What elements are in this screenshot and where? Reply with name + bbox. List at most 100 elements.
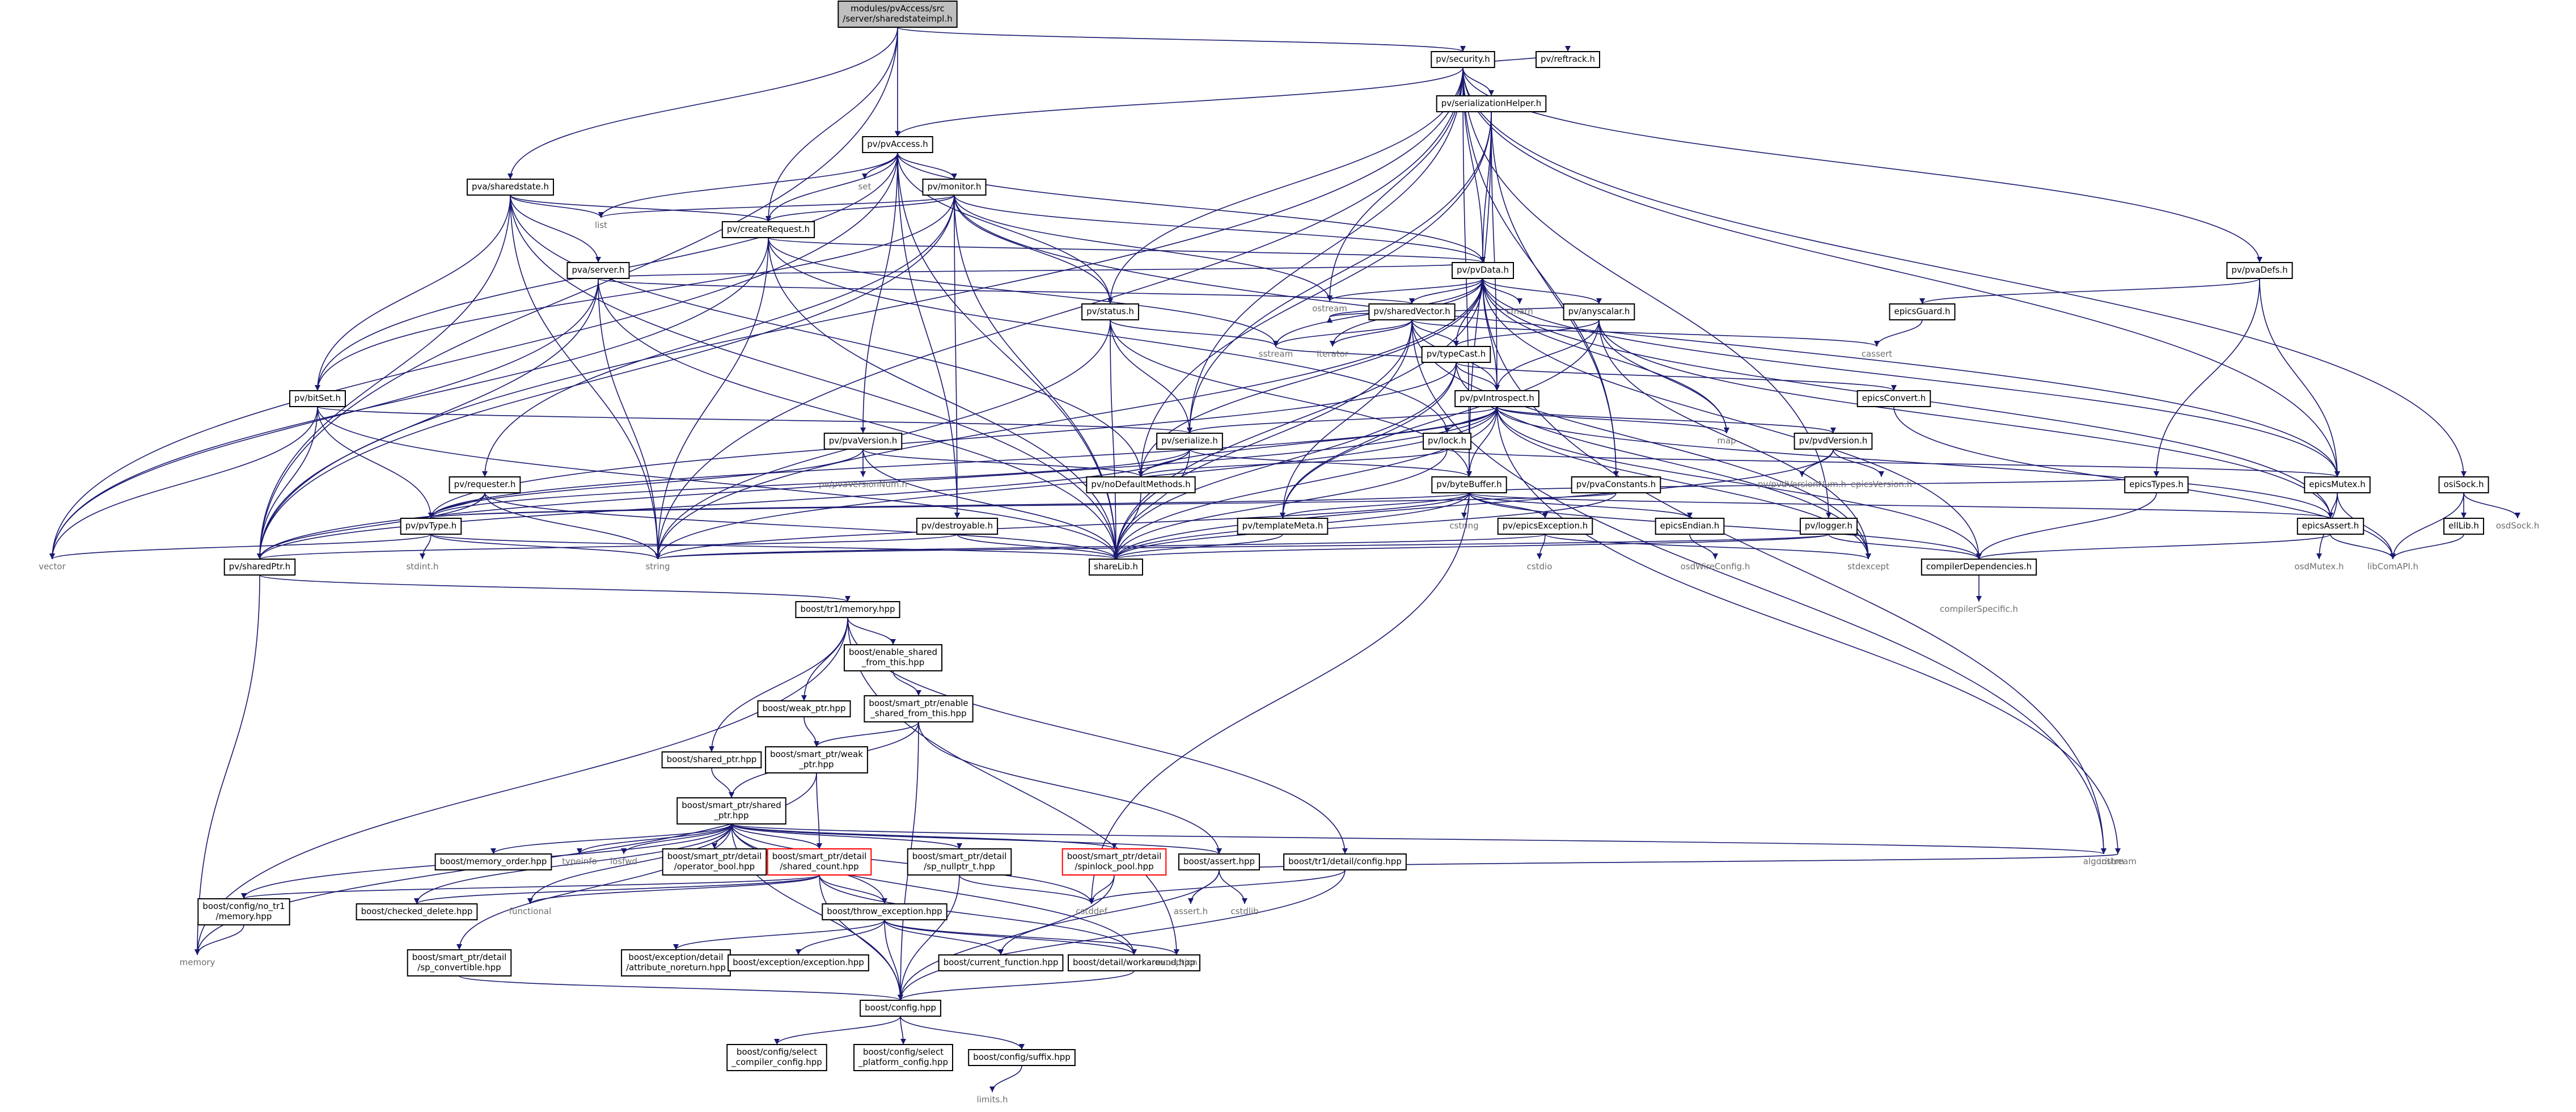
edge-arrowhead [898,995,903,1000]
node-spinlock-pool[interactable]: boost/smart_ptr/detail/spinlock_pool.hpp [1061,848,1167,876]
node-label: /memory.hpp [216,911,272,921]
node-label: algorithm [2083,856,2124,866]
node-checked-delete[interactable]: boost/checked_delete.hpp [356,903,478,920]
edge-monitor-to-shared-ptr [259,195,955,560]
node-box [1283,853,1407,870]
node-sharedstate[interactable]: pva/sharedstate.h [466,179,555,196]
node-lock[interactable]: pv/lock.h [1422,433,1472,450]
node-anyscalar[interactable]: pv/anyscalar.h [1563,303,1635,320]
edge-lock-to-no-default-methods [1140,449,1448,477]
node-box [862,136,933,153]
node-pv-access[interactable]: pv/pvAccess.h [862,136,933,153]
node-requester[interactable]: pv/requester.h [449,476,521,493]
edge-pv-access-to-list [600,152,898,218]
node-pvd-version[interactable]: pv/pvdVersion.h [1794,433,1873,450]
edge-pva-version-to-no-default-methods [862,449,1141,477]
edge-arrowhead [900,1039,906,1045]
node-sp-enable-shared[interactable]: boost/smart_ptr/enable_shared_from_this.… [864,695,974,722]
edge-pv-access-to-monitor [897,152,955,180]
node-box [1421,346,1491,363]
edge-arrowhead [414,898,420,904]
node-throw-exception[interactable]: boost/throw_exception.hpp [822,903,948,920]
node-config-hpp[interactable]: boost/config.hpp [860,1000,941,1017]
node-current-function[interactable]: boost/current_function.hpp [938,954,1064,971]
node-epics-endian[interactable]: epicsEndian.h [1655,518,1725,535]
node-box [1571,476,1661,493]
edge-type-cast-to-template-meta [1282,362,1457,519]
node-epics-types[interactable]: epicsTypes.h [2124,476,2189,493]
node-box [1452,262,1514,279]
node-template-meta[interactable]: pv/templateMeta.h [1237,518,1329,535]
node-sp-shared-ptr[interactable]: boost/smart_ptr/shared_ptr.hpp [676,797,786,825]
node-status[interactable]: pv/status.h [1081,303,1139,320]
node-reftrack[interactable]: pv/reftrack.h [1536,51,1600,68]
node-create-request[interactable]: pv/createRequest.h [721,221,815,238]
node-box [916,518,999,535]
node-assert-hpp[interactable]: boost/assert.hpp [1178,853,1260,870]
edge-type-cast-to-epics-convert [1456,362,1894,391]
node-label: functional [509,906,552,916]
node-pva-version[interactable]: pv/pvaVersion.h [823,433,903,450]
node-tr1-config[interactable]: boost/tr1/detail/config.hpp [1283,853,1407,870]
node-epics-exception[interactable]: pv/epicsException.h [1497,518,1593,535]
node-pv-introspect[interactable]: pv/pvIntrospect.h [1454,390,1539,407]
node-elf-lib[interactable]: ellLib.h [2443,518,2484,535]
node-bit-set[interactable]: pv/bitSet.h [289,390,346,407]
edge-create-request-to-string [657,237,769,560]
node-exc-attr[interactable]: boost/exception/detail/attribute_noretur… [621,949,731,976]
node-security[interactable]: pv/security.h [1431,51,1495,68]
node-epics-convert[interactable]: epicsConvert.h [1856,390,1931,407]
node-select-compiler[interactable]: boost/config/select_compiler_config.hpp [726,1044,827,1071]
node-shared-ptr[interactable]: pv/sharedPtr.h [223,559,296,576]
node-sp-weak-ptr[interactable]: boost/smart_ptr/weak_ptr.hpp [765,746,868,773]
node-operator-bool[interactable]: boost/smart_ptr/detail/operator_bool.hpp [662,848,767,876]
node-memory-order[interactable]: boost/memory_order.hpp [434,853,552,870]
node-monitor[interactable]: pv/monitor.h [922,179,987,196]
node-suffix[interactable]: boost/config/suffix.hpp [968,1049,1076,1066]
edge-arrowhead [765,216,771,222]
edge-pv-access-to-status [897,152,1111,305]
node-weak-ptr[interactable]: boost/weak_ptr.hpp [757,700,851,717]
node-sp-nullptr[interactable]: boost/smart_ptr/detail/sp_nullptr_t.hpp [907,848,1012,876]
edge-arrowhead [895,131,900,137]
node-no-default-methods[interactable]: pv/noDefaultMethods.h [1086,476,1196,493]
node-pv-type[interactable]: pv/pvType.h [400,518,462,535]
node-workaround[interactable]: boost/detail/workaround.hpp [1068,954,1200,971]
node-serialize[interactable]: pv/serialize.h [1156,433,1223,450]
node-config-no-tr1[interactable]: boost/config/no_tr1/memory.hpp [197,898,290,925]
edge-root-to-sharedstate [510,27,898,180]
edge-pv-introspect-to-map [1496,406,1727,434]
node-serialization-helper[interactable]: pv/serializationHelper.h [1436,95,1547,112]
node-compiler-dependencies[interactable]: compilerDependencies.h [1921,559,2037,576]
node-pv-data[interactable]: pv/pvData.h [1452,262,1514,279]
node-epics-assert[interactable]: epicsAssert.h [2296,518,2364,535]
edge-arrowhead [1089,898,1094,904]
node-logger[interactable]: pv/logger.h [1799,518,1858,535]
node-server[interactable]: pva/server.h [566,262,630,279]
edge-arrowhead [860,471,866,477]
node-pva-defs[interactable]: pv/pvaDefs.h [2226,262,2293,279]
node-exception: exception [1156,957,1197,967]
edge-arrowhead [1866,553,1871,559]
node-enable-shared[interactable]: boost/enable_shared_from_this.hpp [843,644,943,671]
node-tr1memory[interactable]: boost/tr1/memory.hpp [795,601,900,618]
node-root[interactable]: modules/pvAccess/src/server/sharedstatei… [837,1,958,28]
edge-sharedstate-to-no-default-methods [510,195,1141,477]
node-osi-sock[interactable]: osiSock.h [2438,476,2489,493]
node-destroyable[interactable]: pv/destroyable.h [916,518,999,535]
node-label: pv/logger.h [1805,521,1852,531]
node-shared-vector[interactable]: pv/sharedVector.h [1368,303,1456,320]
node-exc-exception[interactable]: boost/exception/exception.hpp [727,954,869,971]
node-epics-mutex[interactable]: epicsMutex.h [2304,476,2371,493]
edge-arrowhead [1596,298,1602,304]
node-byte-buffer[interactable]: pv/byteBuffer.h [1431,476,1507,493]
node-pva-constants[interactable]: pv/pvaConstants.h [1571,476,1661,493]
node-type-cast[interactable]: pv/typeCast.h [1421,346,1491,363]
node-shared-count[interactable]: boost/smart_ptr/detail/shared_count.hpp [767,848,872,876]
node-shared-ptr-hpp[interactable]: boost/shared_ptr.hpp [661,751,762,768]
node-sharedh[interactable]: shareLib.h [1089,559,1143,576]
node-epics-guard[interactable]: epicsGuard.h [1889,303,1956,320]
node-select-platform[interactable]: boost/config/select_platform_config.hpp [853,1044,953,1071]
node-label: boost/exception/detail [628,952,723,962]
node-sp-convertible[interactable]: boost/smart_ptr/detail/sp_convertible.hp… [407,949,512,976]
